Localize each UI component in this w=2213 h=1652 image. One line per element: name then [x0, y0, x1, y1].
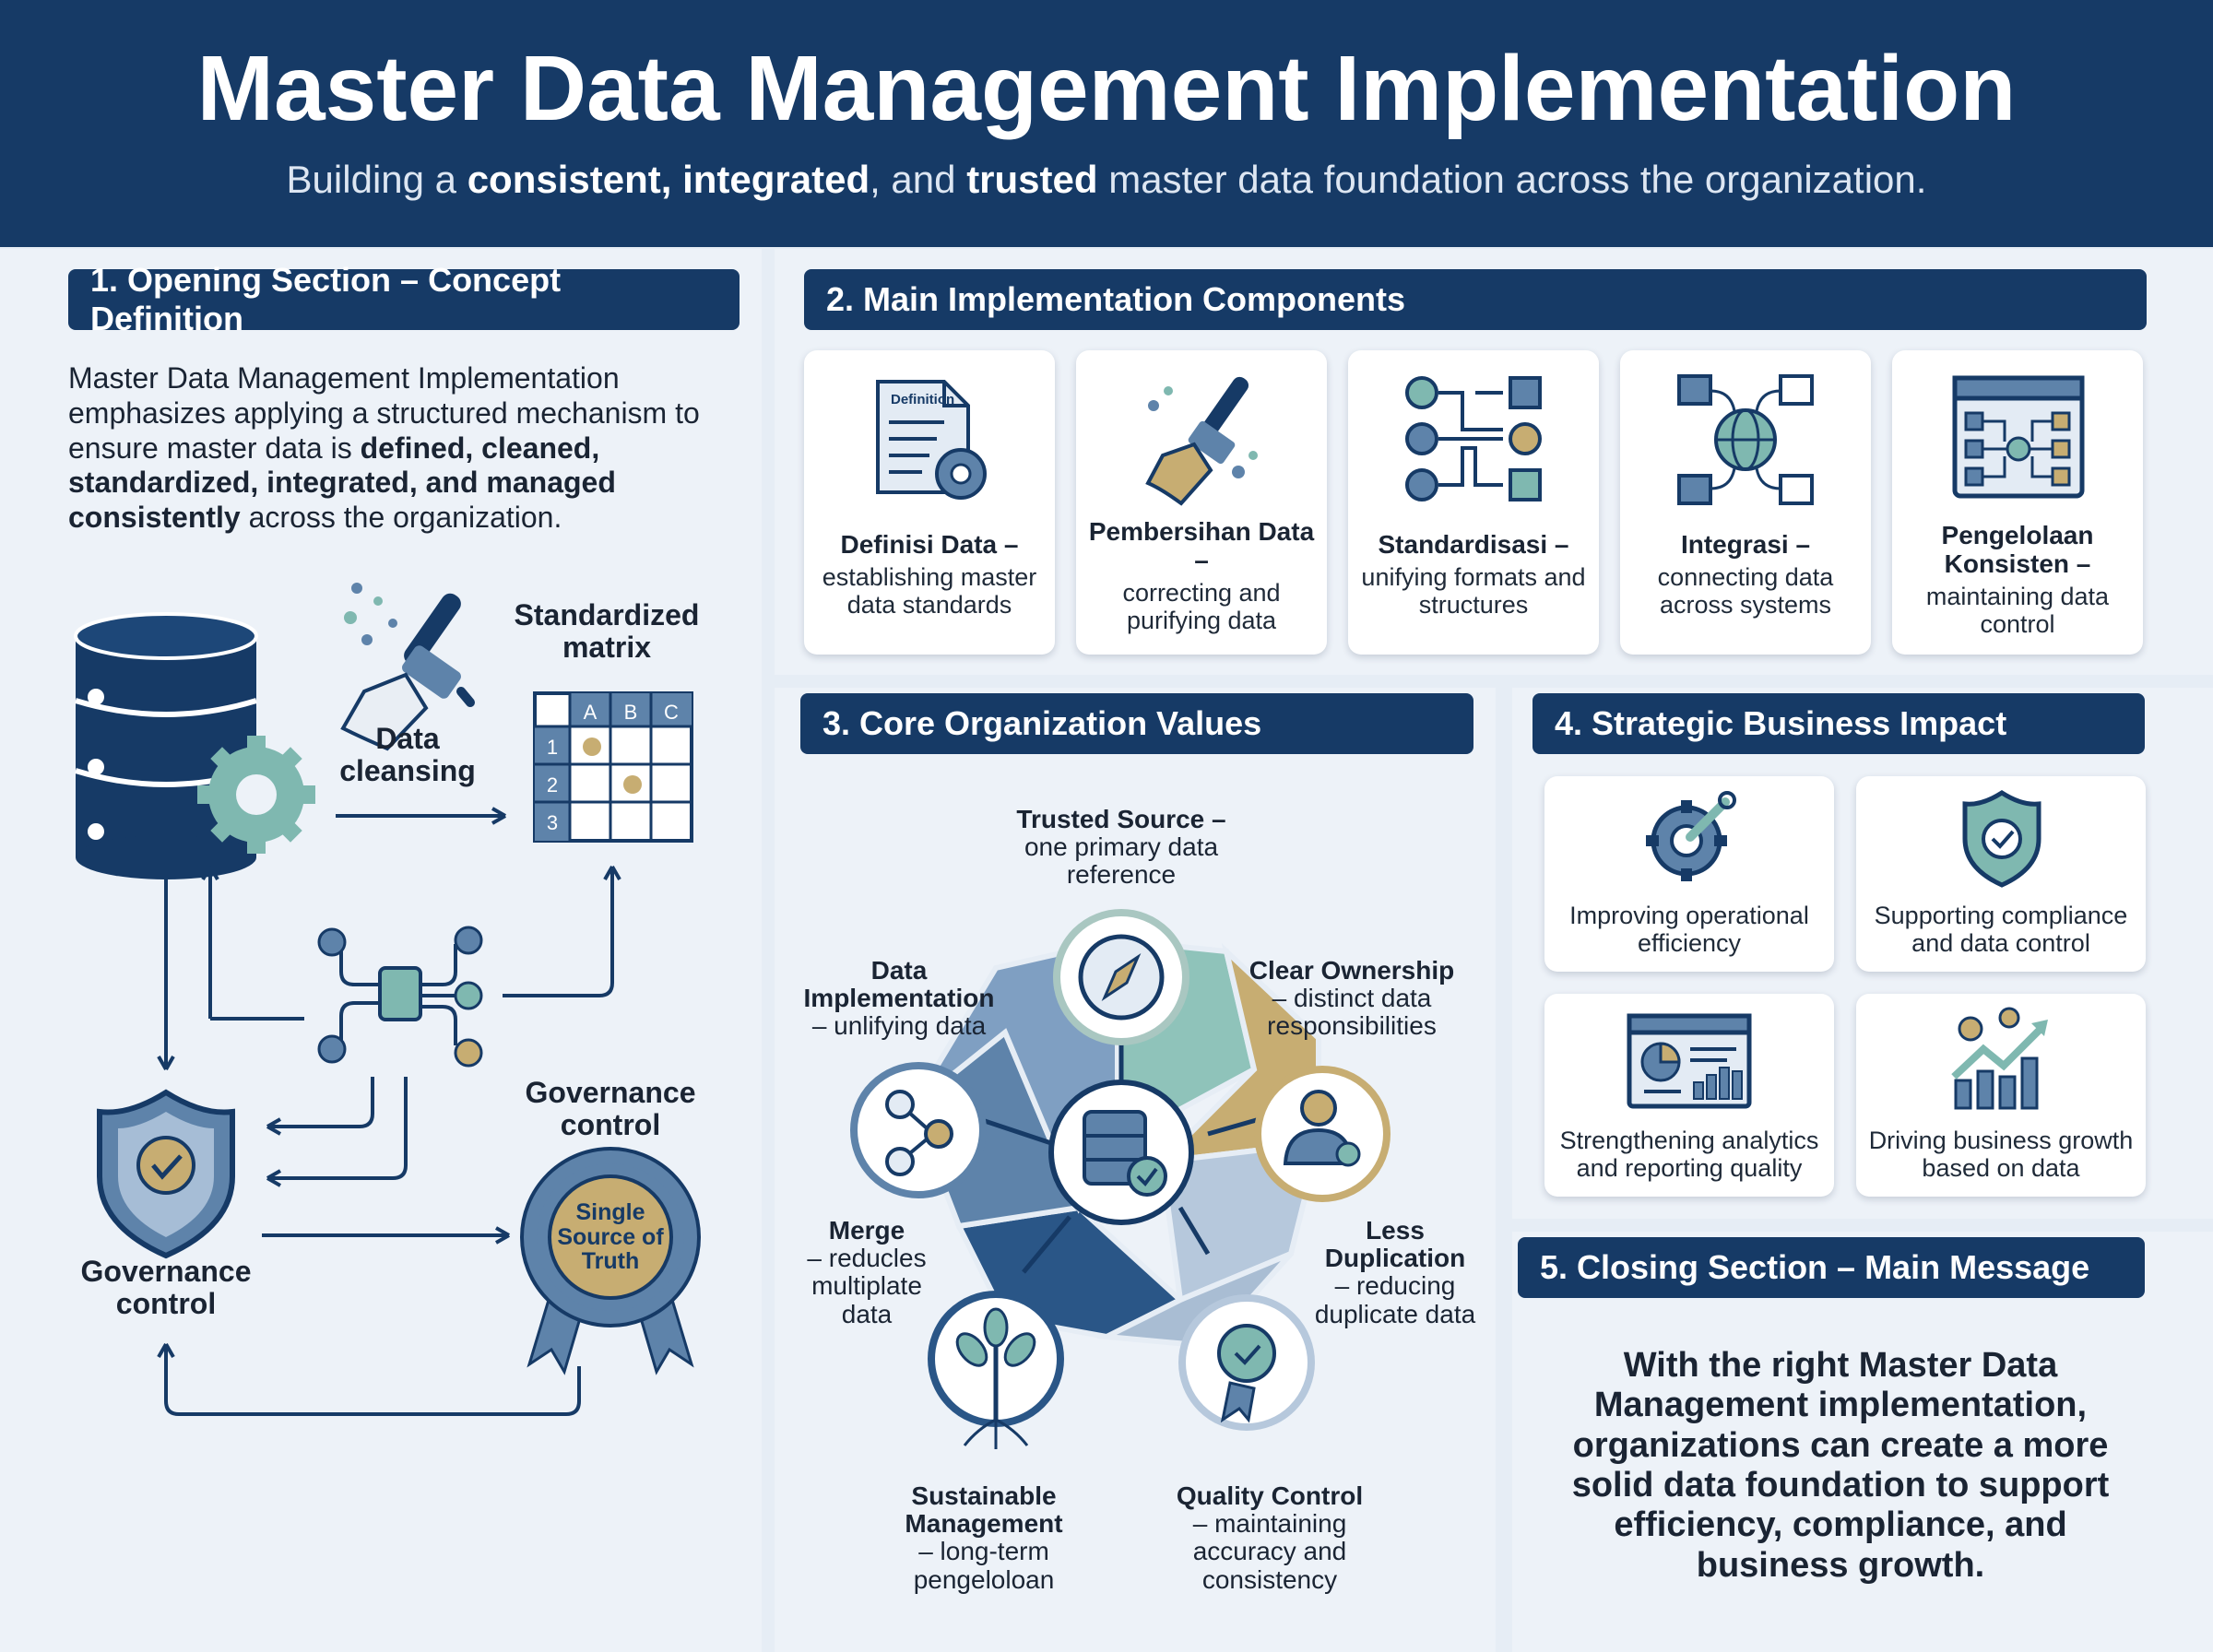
impact-text: Strengthening analytics and reporting qu… — [1559, 1127, 1819, 1183]
standardized-matrix-label: Standardized matrix — [514, 598, 700, 664]
globe-network-icon — [1677, 374, 1814, 505]
shield-check-icon — [1962, 790, 2041, 888]
value-trusted-source: Trusted Source –one primary data referen… — [1016, 805, 1226, 890]
component-card-standardization: Standardisasi – unifying formats and str… — [1348, 350, 1599, 655]
value-quality-control: Quality Control– maintaining accuracy an… — [1176, 1481, 1364, 1594]
award-badge-icon — [1178, 1294, 1315, 1431]
governance-right-label: Governance control — [525, 1076, 696, 1141]
section1-panel — [0, 249, 762, 1652]
component-card-definition: Definition Definisi Data – establishing … — [804, 350, 1055, 655]
component-title: Standardisasi – — [1378, 530, 1569, 559]
matrix-col-label: A — [584, 701, 598, 724]
component-card-consistent-management: Pengelolaan Konsisten – maintaining data… — [1892, 350, 2143, 655]
values-wheel — [850, 909, 1391, 1449]
impact-card-growth: Driving business growth based on data — [1856, 994, 2146, 1197]
impact-card-compliance: Supporting compliance and data control — [1856, 776, 2146, 972]
value-clear-ownership: Clear Ownership– distinct data responsib… — [1249, 956, 1455, 1041]
component-title: Pengelolaan Konsisten – — [1941, 521, 2094, 578]
matrix-row-label: 2 — [547, 773, 558, 796]
section1-diagram: A B C 1 2 3 — [74, 583, 701, 1416]
matrix-icon: A B C 1 2 3 — [533, 691, 693, 843]
value-merge: Merge– reducles multiplate data — [807, 1216, 927, 1328]
section1-intro: Master Data Management Implementation em… — [68, 361, 700, 534]
document-label: Definition — [891, 392, 954, 407]
database-check-icon — [1083, 1110, 1167, 1197]
brush-icon — [1145, 376, 1258, 506]
component-card-integration: Integrasi – connecting data across syste… — [1620, 350, 1871, 655]
person-badge-icon — [1254, 1066, 1391, 1202]
governance-left-label: Governance control — [80, 1255, 252, 1320]
component-desc: establishing master data standards — [822, 562, 1037, 620]
component-card-cleansing: Pembersihan Data – correcting and purify… — [1076, 350, 1327, 655]
page-title: Master Data Management Implementation — [196, 37, 2017, 140]
impact-text: Driving business growth based on data — [1868, 1127, 2134, 1183]
seal-badge-icon — [520, 1147, 701, 1375]
seal-text: Single Source of Truth — [557, 1199, 664, 1274]
brush-icon — [340, 583, 475, 751]
impact-text: Improving operational efficiency — [1569, 902, 1809, 958]
value-less-duplication: Less Duplication– reducing duplicate dat… — [1314, 1216, 1476, 1328]
tree-roots-icon — [928, 1291, 1064, 1449]
shield-check-icon — [97, 1089, 235, 1259]
component-title: Definisi Data – — [840, 530, 1019, 559]
impact-text: Supporting compliance and data control — [1874, 902, 2128, 958]
matrix-col-label: B — [624, 701, 638, 724]
impact-card-efficiency: Improving operational efficiency — [1544, 776, 1834, 972]
gear-icon — [197, 736, 315, 854]
merge-nodes-icon — [850, 1062, 987, 1198]
section1-title: 1. Opening Section – Concept Definition — [68, 261, 740, 337]
matrix-row-label: 1 — [547, 736, 558, 759]
gear-wrench-icon — [1646, 791, 1736, 881]
section4-title: 4. Strategic Business Impact — [1533, 693, 2145, 754]
analytics-dashboard-icon — [1627, 1013, 1752, 1109]
page-subtitle: Building a consistent, integrated, and t… — [286, 158, 1927, 201]
matrix-row-label: 3 — [547, 811, 558, 834]
impact-card-analytics: Strengthening analytics and reporting qu… — [1544, 994, 1834, 1197]
data-cleansing-label: Data cleansing — [339, 722, 476, 787]
value-sustainable-management: Sustainable Management– long-term pengel… — [905, 1481, 1063, 1594]
component-title: Pembersihan Data – — [1088, 517, 1315, 574]
component-desc: connecting data across systems — [1657, 562, 1834, 620]
section5-title: 5. Closing Section – Main Message — [1518, 1237, 2145, 1298]
database-icon — [74, 612, 258, 879]
shapes-flow-icon — [1405, 376, 1542, 502]
section3-title: 3. Core Organization Values — [800, 693, 1473, 754]
component-desc: maintaining data control — [1925, 582, 2110, 638]
header-banner: Master Data Management Implementation Bu… — [0, 0, 2213, 247]
value-data-implementation: Data Implementation– unlifying data — [803, 956, 995, 1041]
growth-chart-icon — [1951, 1007, 2048, 1110]
section2-title: 2. Main Implementation Components — [804, 269, 2147, 330]
dashboard-flow-icon — [1952, 375, 2085, 499]
component-desc: correcting and purifying data — [1122, 578, 1281, 634]
component-desc: unifying formats and structures — [1361, 562, 1586, 620]
compass-node-icon — [1053, 909, 1189, 1045]
closing-message: With the right Master Data Management im… — [1571, 1346, 2110, 1585]
document-gear-icon: Definition — [876, 380, 987, 500]
section5-panel — [1512, 1232, 2213, 1652]
matrix-col-label: C — [664, 701, 679, 724]
component-title: Integrasi – — [1680, 530, 1811, 559]
network-hub-icon — [317, 926, 483, 1068]
